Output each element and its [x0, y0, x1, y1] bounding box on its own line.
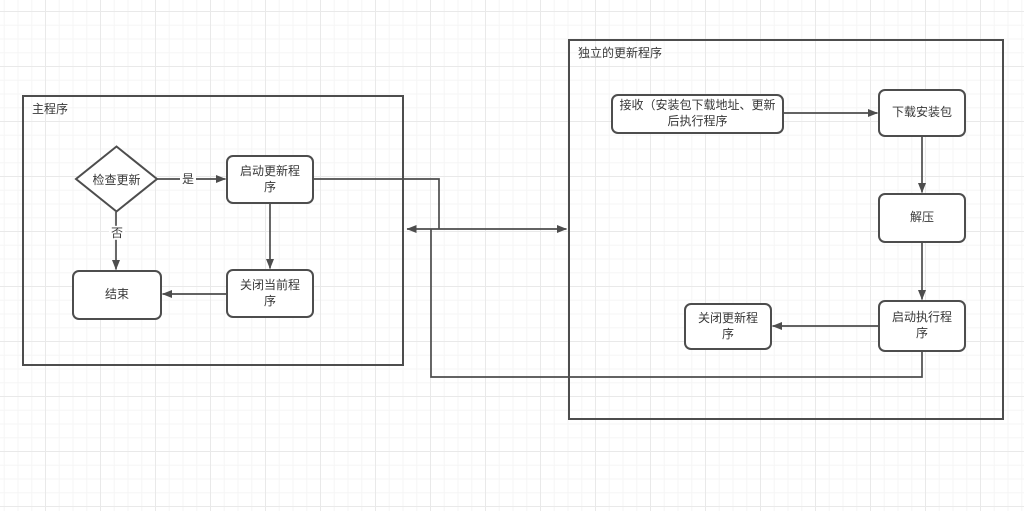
decision-diamond-shape[interactable] — [74, 145, 159, 213]
node-launch-exec[interactable]: 启动执行程 序 — [878, 300, 966, 352]
edge-label-no: 否 — [108, 225, 126, 241]
node-close-current[interactable]: 关闭当前程 序 — [226, 269, 314, 318]
node-start-updater[interactable]: 启动更新程 序 — [226, 155, 314, 204]
edge-return-to-main-link[interactable] — [430, 229, 923, 378]
container-main-title: 主程序 — [32, 102, 69, 116]
edge-label-yes: 是 — [179, 171, 197, 187]
node-close-updater[interactable]: 关闭更新程 序 — [684, 303, 772, 350]
container-updater-title: 独立的更新程序 — [578, 46, 663, 60]
node-download-package[interactable]: 下载安装包 — [878, 89, 966, 137]
node-unzip[interactable]: 解压 — [878, 193, 966, 243]
container-standalone-updater[interactable]: 独立的更新程序 — [568, 39, 1004, 420]
container-main-program[interactable]: 主程序 — [22, 95, 404, 366]
node-receive-params[interactable]: 接收（安装包下载地址、更新 后执行程序 — [611, 94, 784, 134]
node-end[interactable]: 结束 — [72, 270, 162, 320]
node-check-update[interactable]: 检查更新 — [92, 172, 141, 187]
edge-launch-updater-link[interactable] — [314, 178, 440, 229]
